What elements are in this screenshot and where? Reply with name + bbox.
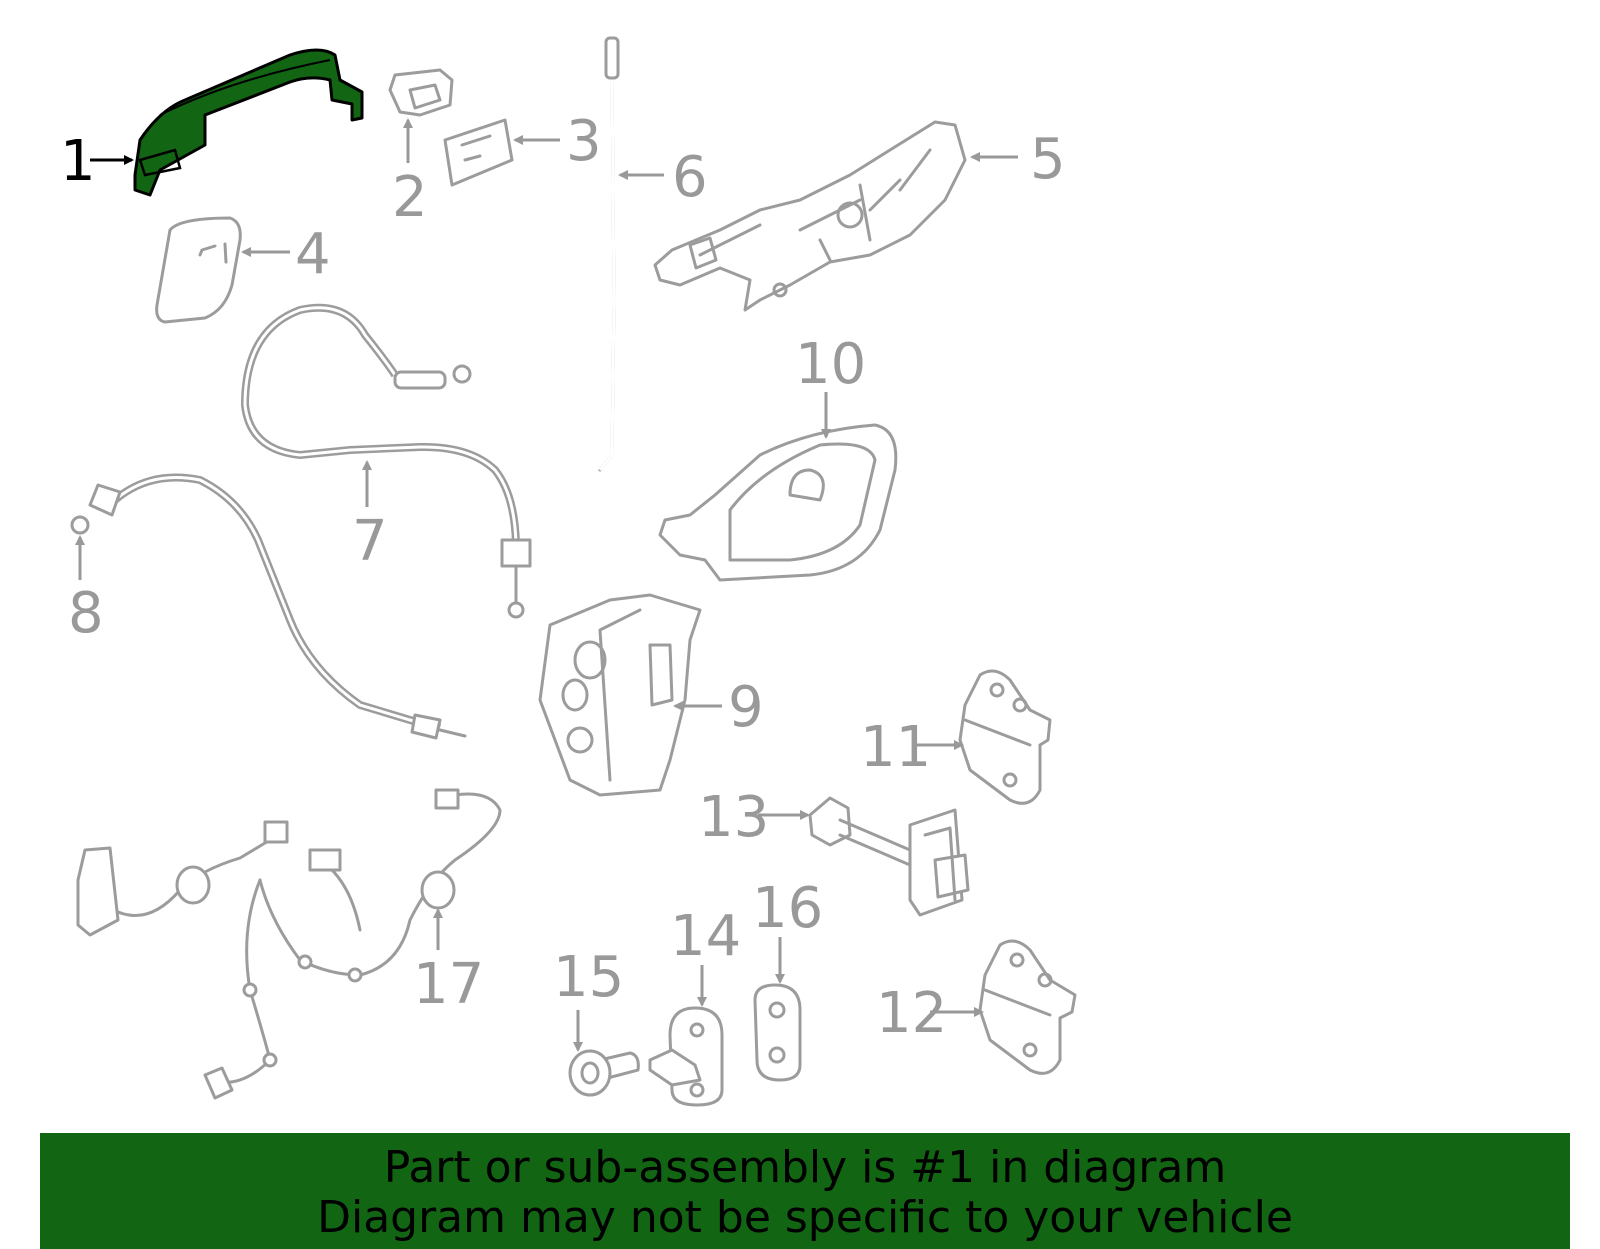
part-8-cable[interactable]	[70, 473, 467, 740]
part-9-latch[interactable]	[538, 593, 702, 797]
callout-3: 3	[566, 109, 602, 174]
callout-15: 15	[553, 945, 624, 1010]
callout-8: 8	[68, 581, 104, 646]
callout-11: 11	[860, 715, 931, 780]
callout-10: 10	[795, 332, 866, 397]
callout-17: 17	[413, 952, 484, 1017]
callout-5: 5	[1030, 127, 1066, 192]
part-15-bolt[interactable]	[568, 1049, 640, 1097]
callout-1: 1	[60, 129, 96, 194]
part-2-cap[interactable]	[388, 68, 454, 117]
part-3-plate[interactable]	[443, 118, 514, 187]
diagram-disclaimer-banner: Part or sub-assembly is #1 in diagram Di…	[40, 1133, 1570, 1249]
callout-numbers: 1 2 3 4 5 6 7 8 9 10 11 12 13 14 15 16 1…	[60, 109, 1066, 1046]
callout-7: 7	[352, 509, 388, 574]
part-16-shim[interactable]	[753, 983, 802, 1082]
callout-9: 9	[728, 675, 764, 740]
part-5-handle-frame[interactable]	[653, 120, 967, 312]
part-11-hinge[interactable]	[958, 669, 1052, 805]
callout-12: 12	[876, 981, 947, 1046]
callout-6: 6	[672, 145, 708, 210]
part-12-hinge[interactable]	[978, 939, 1077, 1075]
callout-13: 13	[698, 785, 769, 850]
callout-arrows	[75, 118, 1018, 1052]
callout-16: 16	[752, 876, 823, 941]
part-17-wiring-harness[interactable]	[76, 788, 502, 1100]
part-4-cover[interactable]	[155, 216, 242, 324]
part-13-check-strap[interactable]	[808, 796, 970, 917]
callout-14: 14	[670, 904, 741, 969]
part-10-inside-handle[interactable]	[658, 423, 898, 582]
part-14-striker[interactable]	[648, 1006, 724, 1107]
callout-2: 2	[392, 165, 428, 230]
disclaimer-line-1: Part or sub-assembly is #1 in diagram	[383, 1142, 1227, 1193]
disclaimer-line-2: Diagram may not be specific to your vehi…	[317, 1192, 1293, 1243]
callout-4: 4	[295, 222, 331, 287]
part-1-outside-handle[interactable]	[133, 48, 364, 197]
part-6-rod[interactable]	[598, 36, 620, 472]
part-7-cable[interactable]	[240, 303, 532, 619]
